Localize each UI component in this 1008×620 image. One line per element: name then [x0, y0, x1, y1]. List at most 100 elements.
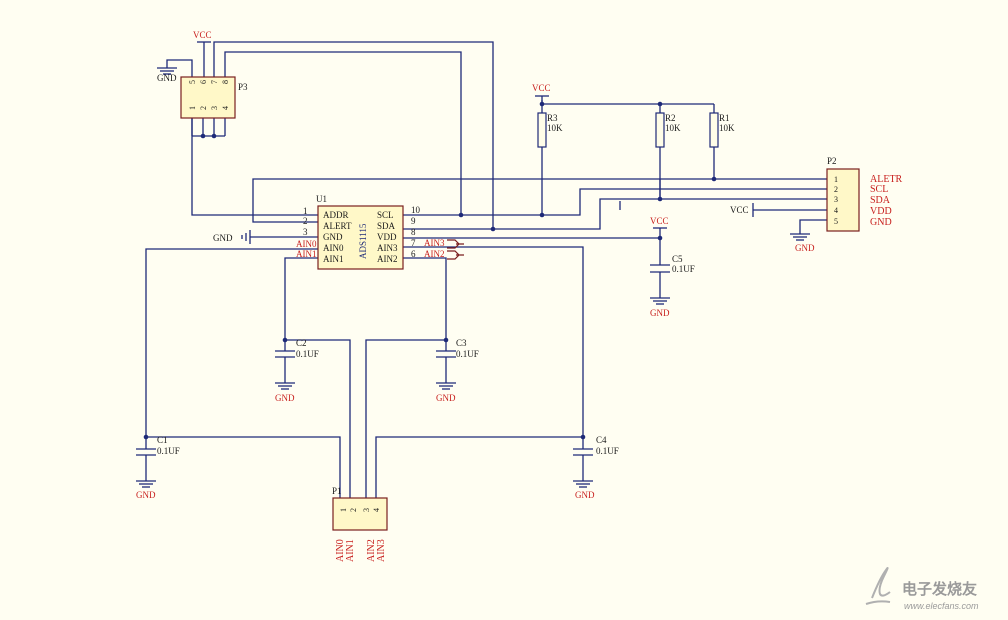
u1-pin-name-ain0: AIN0: [323, 243, 344, 253]
p1-pin-4: 4: [372, 508, 381, 512]
capacitor-c2: C2 0.1UF GND: [275, 338, 319, 403]
p1-signal-ain0: AIN0: [335, 539, 346, 562]
vcc-label-p2: VCC: [730, 205, 749, 215]
p2-pin-3: 3: [834, 195, 838, 204]
r3-ref: R3: [547, 113, 558, 123]
gnd-symbol-p2: GND: [790, 233, 815, 253]
u1-pin-num-1: 1: [303, 206, 308, 216]
p1-ref: P1: [332, 486, 342, 496]
p2-signal-scl: SCL: [870, 184, 888, 195]
net-label-ain0: AIN0: [296, 239, 317, 249]
r2-value: 10K: [665, 123, 681, 133]
gnd-label-c1: GND: [136, 490, 156, 500]
junction-dots: [143, 101, 717, 440]
capacitor-c3: C3 0.1UF GND: [436, 338, 479, 403]
gnd-label-u1: GND: [213, 233, 233, 243]
u1-pin-name-vdd: VDD: [377, 232, 397, 242]
resistor-r2: R2 10K: [655, 112, 681, 148]
p2-pin-5: 5: [834, 217, 838, 226]
resistor-r1: R1 10K: [709, 112, 735, 148]
u1-pin-name-ain3: AIN3: [377, 243, 398, 253]
u1-pin-name-addr: ADDR: [323, 210, 349, 220]
c4-ref: C4: [596, 435, 607, 445]
u1-pin-num-3: 3: [303, 227, 308, 237]
vcc-symbol-resistors: VCC: [532, 83, 551, 104]
c4-value: 0.1UF: [596, 446, 619, 456]
connector-p1: P1 1 2 3 4 AIN0 AIN1 AIN2 AIN3: [332, 486, 388, 562]
c5-value: 0.1UF: [672, 264, 695, 274]
gnd-label-c5: GND: [650, 308, 670, 318]
vcc-label-c5: VCC: [650, 216, 669, 226]
p2-signal-vdd: VDD: [870, 206, 892, 217]
u1-pin-num-2: 2: [303, 216, 308, 226]
gnd-symbol-p3: GND: [157, 67, 177, 83]
p3-pin-4: 4: [221, 106, 230, 110]
wires: [145, 41, 827, 498]
gnd-label-p2: GND: [795, 243, 815, 253]
net-label-ain1: AIN1: [296, 249, 317, 259]
p2-signal-gnd: GND: [870, 217, 892, 228]
p1-signal-ain2: AIN2: [366, 539, 377, 562]
p2-pin-1: 1: [834, 175, 838, 184]
c5-ref: C5: [672, 254, 683, 264]
u1-pin-name-gnd: GND: [323, 232, 343, 242]
vcc-symbol-p2: VCC: [730, 203, 754, 217]
p2-signal-aletr: ALETR: [870, 174, 903, 185]
c3-value: 0.1UF: [456, 349, 479, 359]
capacitor-c5: VCC C5 0.1UF GND: [650, 216, 695, 318]
p2-signal-sda: SDA: [870, 195, 891, 206]
p1-signal-ain1: AIN1: [345, 539, 356, 562]
gnd-label-p3: GND: [157, 73, 177, 83]
watermark-url: www.elecfans.com: [904, 601, 979, 611]
p3-pin-8: 8: [221, 80, 230, 84]
vcc-label-p3: VCC: [193, 30, 212, 40]
c3-ref: C3: [456, 338, 467, 348]
c2-ref: C2: [296, 338, 307, 348]
watermark-logo-icon: [865, 567, 891, 605]
u1-part: ADS1115: [358, 223, 368, 259]
watermark-cn: 电子发烧友: [902, 580, 977, 598]
r1-value: 10K: [719, 123, 735, 133]
p1-signal-ain3: AIN3: [376, 539, 387, 562]
c2-value: 0.1UF: [296, 349, 319, 359]
u1-pin-num-8: 8: [411, 227, 416, 237]
gnd-label-c4: GND: [575, 490, 595, 500]
p3-pin-7: 7: [210, 80, 219, 84]
connector-p3: P3 5 6 7 8 1 2 3 4: [180, 76, 248, 119]
u1-ref: U1: [316, 194, 327, 204]
p2-pin-4: 4: [834, 206, 838, 215]
c1-value: 0.1UF: [157, 446, 180, 456]
r2-ref: R2: [665, 113, 676, 123]
watermark: 电子发烧友 www.elecfans.com: [865, 567, 979, 611]
p1-pin-2: 2: [349, 508, 358, 512]
resistor-r3: R3 10K: [537, 112, 563, 148]
gnd-symbol-u1: GND: [213, 230, 251, 244]
p1-pin-1: 1: [339, 508, 348, 512]
u1-pin-name-ain2: AIN2: [377, 254, 398, 264]
u1-pin-name-alert: ALERT: [323, 221, 352, 231]
p3-pin-5: 5: [188, 80, 197, 84]
net-label-ain2: AIN2: [424, 249, 445, 259]
u1-pin-name-sda: SDA: [377, 221, 396, 231]
capacitor-c4: C4 0.1UF GND: [573, 435, 619, 500]
connector-p2: P2 1 2 3 4 5 ALETR SCL SDA VDD GND: [826, 156, 903, 232]
p3-pin-1: 1: [188, 106, 197, 110]
p3-pin-2: 2: [199, 106, 208, 110]
p3-ref: P3: [238, 82, 248, 92]
p3-pin-3: 3: [210, 106, 219, 110]
u1-pin-name-scl: SCL: [377, 210, 394, 220]
capacitor-c1: C1 0.1UF GND: [136, 435, 180, 500]
r1-ref: R1: [719, 113, 730, 123]
net-label-ain3: AIN3: [424, 238, 445, 248]
u1-pin-num-6: 6: [411, 249, 416, 259]
ic-u1-ads1115: U1 ADS1115 ADDR ALERT GND AIN0 AIN1 1 2 …: [296, 194, 464, 270]
p1-pin-3: 3: [362, 508, 371, 512]
gnd-label-c2: GND: [275, 393, 295, 403]
p3-pin-6: 6: [199, 80, 208, 84]
p2-ref: P2: [827, 156, 837, 166]
u1-pin-name-ain1: AIN1: [323, 254, 344, 264]
p2-pin-2: 2: [834, 185, 838, 194]
vcc-symbol-p3: VCC: [193, 30, 212, 43]
gnd-label-c3: GND: [436, 393, 456, 403]
